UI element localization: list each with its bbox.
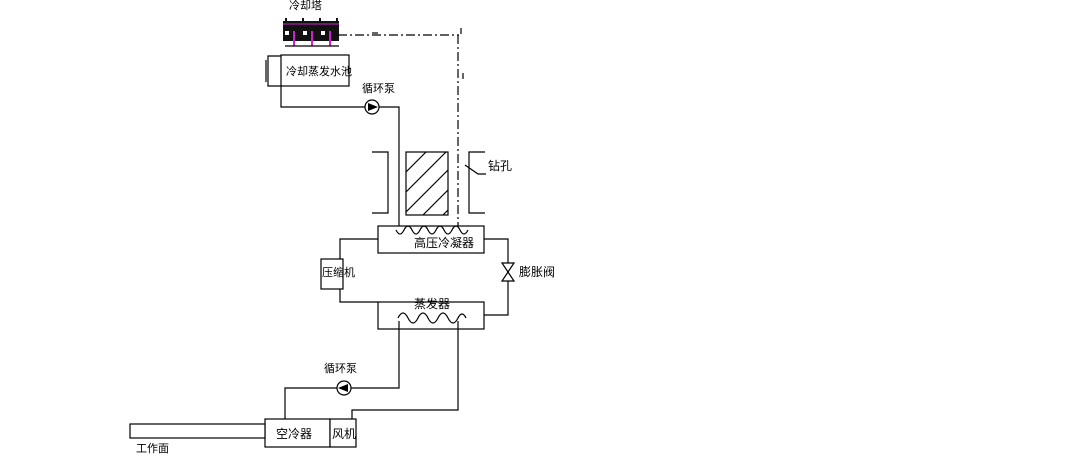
fan-return-pipe [351,321,459,419]
cooling-tower-label: 冷却塔 [289,0,322,12]
evap-pool-box [280,54,350,87]
coil-icon [397,312,467,324]
compressor-to-evaporator-pipe [339,289,378,303]
borehole-left-wall [372,151,389,214]
evaporator-box [377,301,485,330]
borehole-right-wall [468,151,485,214]
compressor-label: 压缩机 [322,265,355,279]
valve-to-evaporator-pipe [484,281,509,316]
fan-label: 风机 [332,427,356,441]
cooling-tower-icon [283,18,339,47]
condenser-to-valve-pipe [484,238,509,263]
borehole-label: 钻孔 [488,158,512,173]
compressor-box [320,258,344,290]
work-face-label: 工作面 [136,442,169,455]
air-cooler-label: 空冷器 [276,427,312,441]
evaporator-to-pump-pipe [350,321,400,389]
coil-icon [395,225,469,235]
pump-to-aircooler-pipe [284,387,337,419]
evap-pool-label: 冷却蒸发水池 [286,64,352,78]
pump-top-label: 循环泵 [362,82,395,95]
work-face-tunnel [129,423,266,439]
expansion-valve-icon [500,262,516,282]
borehole-hatch [405,151,449,216]
borehole-leader-line [464,164,486,175]
pool-to-pump-pipe [280,86,365,108]
condenser-label: 高压冷凝器 [414,235,474,250]
pump-to-condenser-pipe [379,106,400,242]
evaporator-label: 蒸发器 [414,296,450,311]
fan-box [329,418,357,448]
expansion-valve-label: 膨胀阀 [519,265,555,279]
condenser-to-compressor-pipe [339,238,378,259]
pool-bracket-line [267,55,281,87]
pump-bottom-label: 循环泵 [324,362,357,375]
pump-icon [364,99,380,115]
pump-icon [336,380,352,396]
